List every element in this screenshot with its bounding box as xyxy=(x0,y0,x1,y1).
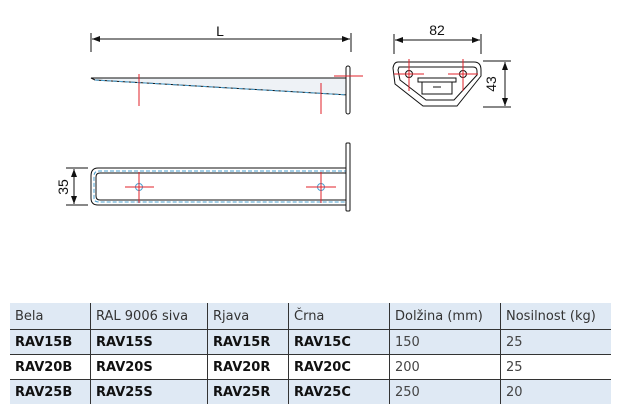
table-row: RAV15B RAV15S RAV15R RAV15C 150 25 xyxy=(10,329,611,355)
table-cell: 250 xyxy=(389,379,501,404)
table-cell: RAV25B xyxy=(10,379,91,404)
table-cell: RAV20R xyxy=(207,354,289,380)
table-cell: 25 xyxy=(500,329,611,355)
table-cell: RAV15B xyxy=(10,329,91,355)
table-cell: RAV25S xyxy=(90,379,208,404)
table-cell: 25 xyxy=(500,354,611,380)
bracket-front-view xyxy=(392,61,482,107)
header-cell: RAL 9006 siva xyxy=(90,303,208,330)
header-cell: Nosilnost (kg) xyxy=(500,303,611,330)
height-label: 43 xyxy=(483,76,499,92)
header-cell: Bela xyxy=(10,303,91,330)
table-cell: RAV15C xyxy=(288,329,390,355)
header-cell: Dolžina (mm) xyxy=(389,303,501,330)
table-cell: 200 xyxy=(389,354,501,380)
table-cell: RAV15S xyxy=(90,329,208,355)
table-cell: RAV20S xyxy=(90,354,208,380)
bracket-bottom-view xyxy=(90,142,351,212)
table-cell: RAV25R xyxy=(207,379,289,404)
table-cell: 20 xyxy=(500,379,611,404)
length-dimension xyxy=(90,33,352,52)
header-cell: Rjava xyxy=(207,303,289,330)
product-table: Bela RAL 9006 siva Rjava Črna Dolžina (m… xyxy=(10,303,611,404)
table-row: RAV20B RAV20S RAV20R RAV20C 200 25 xyxy=(10,354,611,380)
width-dimension xyxy=(393,34,482,54)
table-cell: 150 xyxy=(389,329,501,355)
table-cell: RAV20B xyxy=(10,354,91,380)
technical-drawing: L 82 43 xyxy=(55,22,511,212)
width-label: 82 xyxy=(429,22,445,38)
table-cell: RAV20C xyxy=(288,354,390,380)
table-row: RAV25B RAV25S RAV25R RAV25C 250 20 xyxy=(10,379,611,404)
header-cell: Črna xyxy=(288,303,390,330)
table-cell: RAV25C xyxy=(288,379,390,404)
height-dimension xyxy=(483,60,511,108)
table-cell: RAV15R xyxy=(207,329,289,355)
table-header-row: Bela RAL 9006 siva Rjava Črna Dolžina (m… xyxy=(10,303,611,330)
front-centerlines xyxy=(394,59,478,91)
side-height-label: 35 xyxy=(55,179,71,195)
side-height-dimension xyxy=(66,167,88,206)
length-label: L xyxy=(216,23,224,39)
bracket-side-view xyxy=(90,65,363,115)
